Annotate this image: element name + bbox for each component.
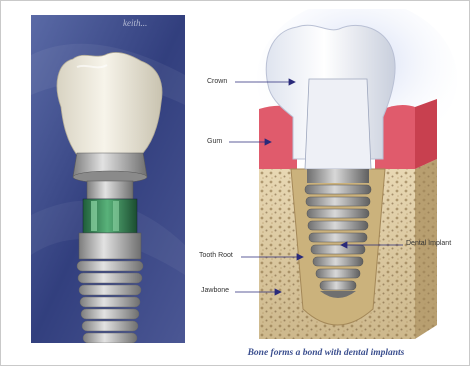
gum-label: Gum — [207, 138, 222, 145]
photo-brand-text: keith... — [123, 18, 147, 28]
figure-caption: Bone forms a bond with dental implants — [201, 348, 451, 358]
crown-label: Crown — [207, 78, 227, 85]
jawbone-label: Jawbone — [201, 287, 229, 294]
dental-implant-label: Dental Implant — [406, 240, 451, 247]
implant-photo — [31, 15, 185, 343]
implant-cross-section-diagram — [197, 9, 463, 359]
tooth-root-label: Tooth Root — [199, 252, 233, 259]
